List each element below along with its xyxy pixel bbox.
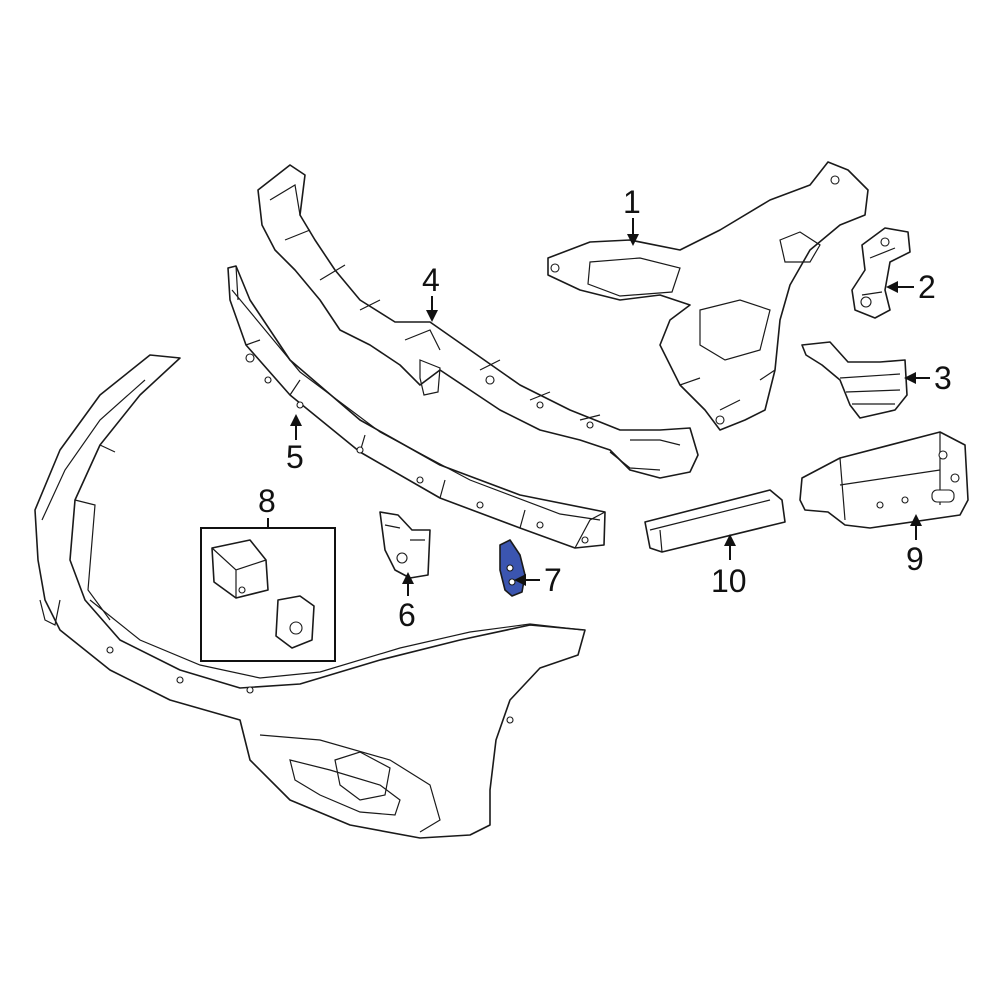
callout-10-label: 10 <box>711 563 747 599</box>
callout-5: 5 <box>286 414 304 475</box>
bumper-cover[interactable] <box>34 354 586 839</box>
callout-2: 2 <box>886 269 936 305</box>
part-6-plate-bracket[interactable] <box>379 511 431 579</box>
part-5-impact-bar[interactable] <box>227 265 606 549</box>
part-4-upper-carrier[interactable] <box>257 164 699 479</box>
part-10-rail[interactable] <box>644 489 786 553</box>
callout-4: 4 <box>422 262 440 322</box>
callout-7-label: 7 <box>544 562 562 598</box>
callout-1: 1 <box>623 184 641 246</box>
callout-8: 8 <box>258 483 276 528</box>
callout-7: 7 <box>514 562 562 598</box>
callout-5-label: 5 <box>286 439 304 475</box>
callout-6: 6 <box>398 572 416 633</box>
callout-10: 10 <box>711 534 747 599</box>
callout-8-label: 8 <box>258 483 276 519</box>
callout-3-label: 3 <box>934 360 952 396</box>
part-1-front-carrier[interactable] <box>547 161 869 431</box>
part-8-sensor-group[interactable] <box>200 527 336 662</box>
part-7-highlighted-bracket[interactable] <box>499 539 526 597</box>
callout-9: 9 <box>906 514 924 577</box>
part-3-side-guide[interactable] <box>801 341 908 419</box>
callout-9-label: 9 <box>906 541 924 577</box>
part-2-bracket[interactable] <box>851 227 911 319</box>
callout-3: 3 <box>904 360 952 396</box>
callout-2-label: 2 <box>918 269 936 305</box>
callout-4-label: 4 <box>422 262 440 298</box>
part-9-crash-box[interactable] <box>799 431 969 529</box>
callout-6-label: 6 <box>398 597 416 633</box>
callout-1-label: 1 <box>623 184 641 220</box>
